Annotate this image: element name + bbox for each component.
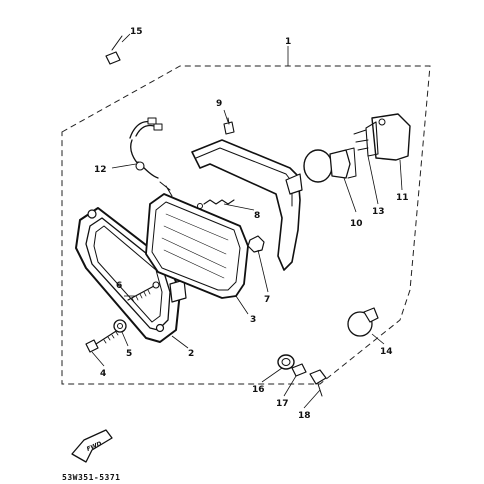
part-number-3: 3 [250,315,256,325]
part-number-10: 10 [350,219,363,229]
document-code: 53W351-5371 [62,473,120,482]
collar-washer [113,319,127,333]
headlight-rim [75,207,187,343]
damper-collar [291,363,307,377]
auxiliary-bulb [347,307,379,337]
part-number-11: 11 [396,193,409,203]
part-number-15: 15 [130,27,143,37]
part-number-17: 17 [276,399,289,409]
damper-grommet [277,354,295,370]
part-number-18: 18 [298,411,311,421]
part-number-4: 4 [100,369,106,379]
assembly-boundary [61,65,431,385]
part-number-1: 1 [285,37,291,47]
outer-grommet [105,35,123,65]
part-number-13: 13 [372,207,385,217]
headlight-case [191,139,303,271]
part-number-2: 2 [188,349,194,359]
part-number-12: 12 [94,165,107,175]
part-number-6: 6 [116,281,122,291]
fwd-arrow-icon: FWD [71,429,113,463]
part-number-9: 9 [216,99,222,109]
part-number-7: 7 [264,295,270,305]
adjusting-spring [197,199,235,209]
adjusting-nut [247,235,265,253]
wire-harness [129,117,173,197]
part-number-14: 14 [380,347,393,357]
bulb-socket [353,113,411,161]
part-number-5: 5 [126,349,132,359]
headlight-bulb [303,147,357,183]
mounting-bolt [85,325,125,353]
case-screw [223,117,235,135]
part-number-16: 16 [252,385,265,395]
leader-lines [91,33,403,409]
part-number-8: 8 [254,211,260,221]
sealed-beam-unit [145,193,249,299]
adjusting-screw [127,281,160,303]
